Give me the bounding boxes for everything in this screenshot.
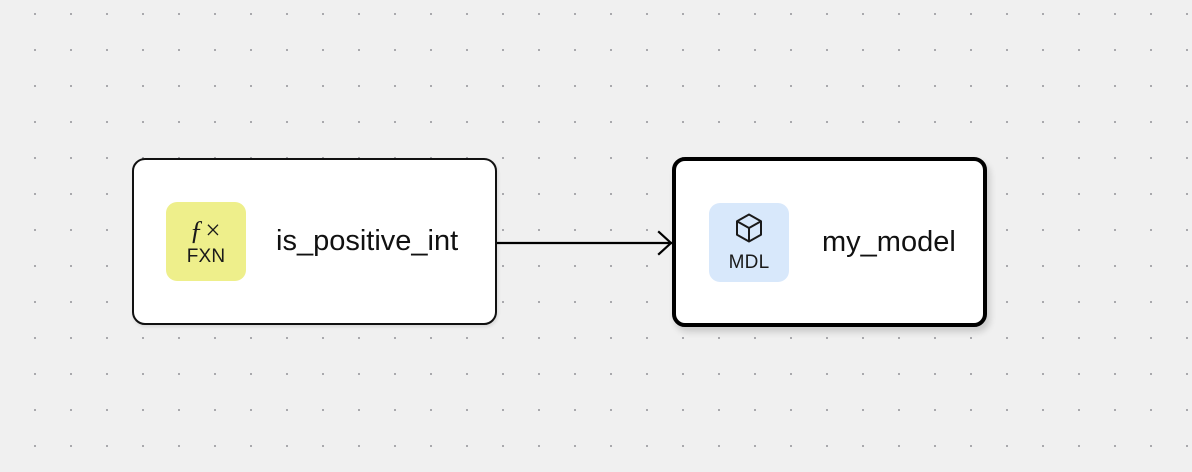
mdl-badge-caption: MDL — [728, 252, 770, 273]
function-icon: ƒ× — [189, 215, 223, 245]
fxn-badge-caption: FXN — [186, 246, 226, 267]
fxn-badge: ƒ× FXN — [166, 202, 246, 281]
edge-fxn-to-mdl[interactable] — [497, 230, 673, 256]
node-my-model[interactable]: MDL my_model — [672, 157, 987, 327]
node-label-is-positive-int: is_positive_int — [276, 225, 459, 257]
node-label-my-model: my_model — [822, 225, 956, 258]
edge-arrowhead-icon — [657, 230, 673, 256]
cube-icon — [734, 212, 764, 249]
node-is-positive-int[interactable]: ƒ× FXN is_positive_int — [132, 158, 497, 325]
mdl-badge: MDL — [709, 202, 789, 282]
